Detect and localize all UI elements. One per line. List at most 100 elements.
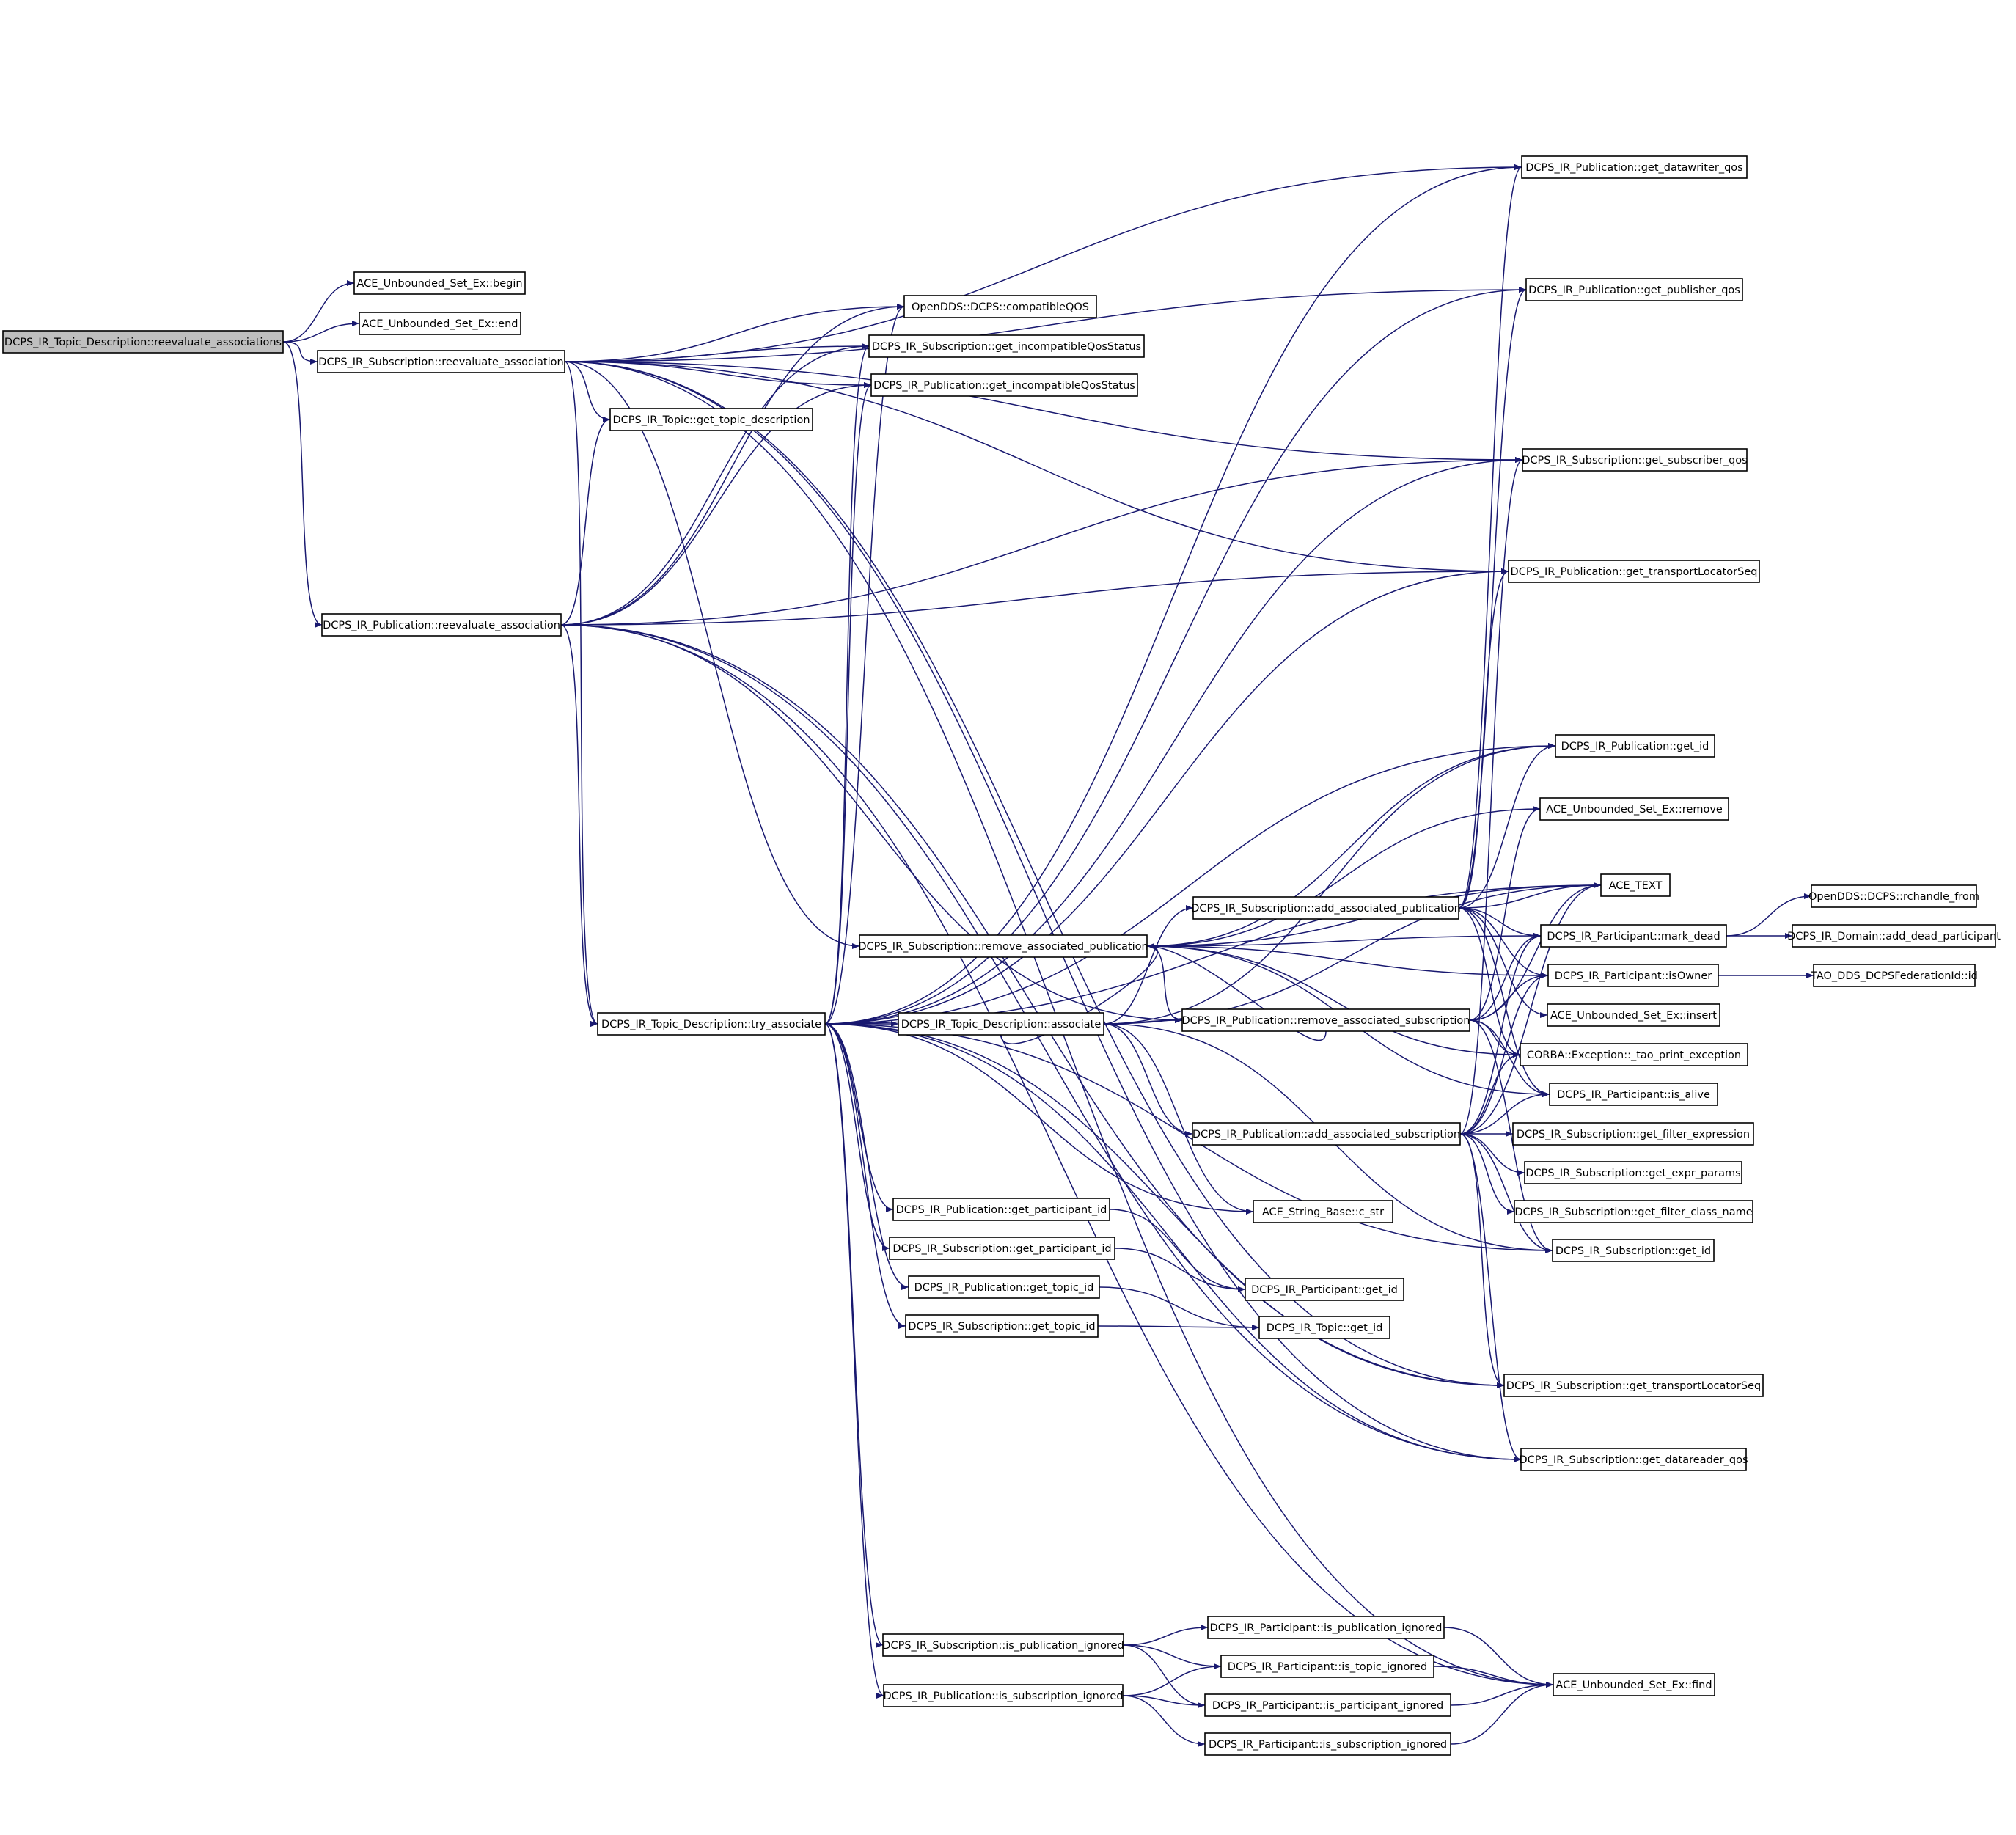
node-td_assoc[interactable]: DCPS_IR_Topic_Description::associate xyxy=(898,1012,1104,1036)
node-box xyxy=(883,1684,1124,1707)
node-label: ACE_Unbounded_Set_Ex::remove xyxy=(1546,804,1723,816)
edge-try_assoc-to-sub_id xyxy=(824,1023,1553,1253)
node-box xyxy=(597,1012,826,1036)
node-sub_topic_id[interactable]: DCPS_IR_Subscription::get_topic_id xyxy=(905,1314,1099,1338)
edge-pub_reeval-to-topic_desc xyxy=(560,417,611,626)
edge-root-to-sub_reeval xyxy=(282,341,318,365)
node-subr_qos[interactable]: DCPS_IR_Subscription::get_subscriber_qos xyxy=(1522,448,1748,472)
node-box xyxy=(892,1198,1110,1221)
edge-pub_sub_ign-to-p_part_ign xyxy=(1122,1695,1206,1708)
node-box xyxy=(2,330,284,354)
node-part_get_id[interactable]: DCPS_IR_Participant::get_id xyxy=(1245,1278,1404,1301)
node-set_insert[interactable]: ACE_Unbounded_Set_Ex::insert xyxy=(1547,1003,1720,1027)
node-pub_rem_sub[interactable]: DCPS_IR_Publication::remove_associated_s… xyxy=(1181,1008,1470,1032)
edge-sub_reeval-to-subr_qos xyxy=(564,361,1523,463)
node-box xyxy=(1522,448,1748,472)
edge-pub_add_sub-to-is_alive xyxy=(1459,1091,1550,1135)
node-pub_sub_ign[interactable]: DCPS_IR_Publication::is_subscription_ign… xyxy=(883,1684,1124,1707)
node-label: DCPS_IR_Subscription::get_datareader_qos xyxy=(1519,1454,1748,1466)
node-pub_topic_id[interactable]: DCPS_IR_Publication::get_topic_id xyxy=(908,1275,1100,1299)
node-sub_tls[interactable]: DCPS_IR_Subscription::get_transportLocat… xyxy=(1503,1374,1764,1397)
edge-pub_reeval-to-sub_tls xyxy=(560,624,1505,1388)
node-label: DCPS_IR_Subscription::get_filter_express… xyxy=(1517,1129,1750,1140)
edge-sub_pub_ign-to-p_topic_ign xyxy=(1123,1644,1222,1669)
node-sub_incompat[interactable]: DCPS_IR_Subscription::get_incompatibleQo… xyxy=(868,334,1145,358)
node-box xyxy=(1524,1161,1742,1184)
edge-pub_add_sub-to-subr_qos xyxy=(1459,457,1523,1135)
node-box xyxy=(1547,1003,1720,1027)
edge-td_assoc-to-sub_rem_pub xyxy=(1000,943,1159,1044)
edge-sub_reeval-to-pub_tls xyxy=(564,361,1509,574)
node-rchandle[interactable]: OpenDDS::DCPS::rchandle_from xyxy=(1808,884,1979,908)
node-box xyxy=(1525,278,1743,301)
node-filt_expr[interactable]: DCPS_IR_Subscription::get_filter_express… xyxy=(1512,1122,1754,1146)
node-label: DCPS_IR_Topic_Description::try_associate xyxy=(601,1019,821,1030)
node-p_topic_ign[interactable]: DCPS_IR_Participant::is_topic_ignored xyxy=(1220,1655,1434,1678)
node-mark_dead[interactable]: DCPS_IR_Participant::mark_dead xyxy=(1540,924,1727,948)
node-label: TAO_DDS_DCPSFederationId::id xyxy=(1810,970,1978,982)
edge-sub_add_pub-to-pub_tls xyxy=(1458,568,1509,909)
node-sub_id[interactable]: DCPS_IR_Subscription::get_id xyxy=(1552,1239,1715,1262)
node-root[interactable]: DCPS_IR_Topic_Description::reevaluate_as… xyxy=(2,330,284,354)
node-is_owner[interactable]: DCPS_IR_Participant::isOwner xyxy=(1547,964,1719,987)
node-sub_reeval[interactable]: DCPS_IR_Subscription::reevaluate_associa… xyxy=(317,350,565,373)
node-pub_id[interactable]: DCPS_IR_Publication::get_id xyxy=(1555,734,1715,758)
node-label: DCPS_IR_Participant::is_topic_ignored xyxy=(1228,1661,1427,1673)
node-label: DCPS_IR_Subscription::get_subscriber_qos xyxy=(1522,455,1747,466)
node-box xyxy=(1811,884,1977,908)
node-filt_class[interactable]: DCPS_IR_Subscription::get_filter_class_n… xyxy=(1514,1200,1753,1223)
node-box xyxy=(903,295,1097,318)
node-pub_part_id[interactable]: DCPS_IR_Publication::get_participant_id xyxy=(892,1198,1110,1221)
node-box xyxy=(868,334,1145,358)
node-label: ACE_Unbounded_Set_Ex::insert xyxy=(1550,1010,1717,1022)
edge-try_assoc-to-pub_tls xyxy=(824,568,1509,1025)
node-box xyxy=(1547,964,1719,987)
node-pub_tls[interactable]: DCPS_IR_Publication::get_transportLocato… xyxy=(1508,560,1760,583)
node-box xyxy=(889,1237,1115,1260)
edge-pub_add_sub-to-mark_dead xyxy=(1459,933,1542,1135)
node-topic_get_id[interactable]: DCPS_IR_Topic::get_id xyxy=(1258,1316,1390,1339)
node-p_part_ign[interactable]: DCPS_IR_Participant::is_participant_igno… xyxy=(1204,1693,1451,1717)
node-sub_pub_ign[interactable]: DCPS_IR_Subscription::is_publication_ign… xyxy=(882,1633,1124,1657)
node-label: DCPS_IR_Publication::get_topic_id xyxy=(914,1282,1094,1294)
edge-sub_pub_ign-to-p_pub_ign xyxy=(1123,1625,1209,1646)
edge-sub_add_pub-to-is_owner xyxy=(1458,907,1549,978)
node-pubr_qos[interactable]: DCPS_IR_Publication::get_publisher_qos xyxy=(1525,278,1743,301)
node-begin[interactable]: ACE_Unbounded_Set_Ex::begin xyxy=(353,271,526,295)
node-dr_qos[interactable]: DCPS_IR_Subscription::get_datareader_qos xyxy=(1519,1448,1748,1471)
node-add_dead[interactable]: DCPS_IR_Domain::add_dead_participant xyxy=(1787,924,2001,948)
node-sub_add_pub[interactable]: DCPS_IR_Subscription::add_associated_pub… xyxy=(1191,896,1461,920)
node-label: ACE_Unbounded_Set_Ex::end xyxy=(362,318,518,330)
edge-layer xyxy=(282,164,1814,1747)
edge-pub_add_sub-to-corba_ex xyxy=(1459,1052,1521,1135)
node-cstr[interactable]: ACE_String_Base::c_str xyxy=(1253,1200,1393,1223)
node-set_remove[interactable]: ACE_Unbounded_Set_Ex::remove xyxy=(1539,797,1729,821)
node-compatQOS[interactable]: OpenDDS::DCPS::compatibleQOS xyxy=(903,295,1097,318)
node-pub_incompat[interactable]: DCPS_IR_Publication::get_incompatibleQos… xyxy=(870,373,1138,397)
node-label: DCPS_IR_Topic_Description::associate xyxy=(901,1019,1102,1030)
edge-pub_rem_sub-to-set_remove xyxy=(1469,806,1541,1021)
node-sub_rem_pub[interactable]: DCPS_IR_Subscription::remove_associated_… xyxy=(858,934,1148,958)
edge-p_topic_ign-to-find xyxy=(1433,1666,1554,1688)
node-dw_qos[interactable]: DCPS_IR_Publication::get_datawriter_qos xyxy=(1521,155,1748,179)
node-is_alive[interactable]: DCPS_IR_Participant::is_alive xyxy=(1549,1083,1718,1106)
node-pub_reeval[interactable]: DCPS_IR_Publication::reevaluate_associat… xyxy=(321,613,562,637)
node-try_assoc[interactable]: DCPS_IR_Topic_Description::try_associate xyxy=(597,1012,826,1036)
edge-p_pub_ign-to-find xyxy=(1443,1627,1554,1688)
node-find[interactable]: ACE_Unbounded_Set_Ex::find xyxy=(1553,1673,1715,1696)
node-end[interactable]: ACE_Unbounded_Set_Ex::end xyxy=(359,312,521,335)
node-box xyxy=(1792,924,1996,948)
node-label: OpenDDS::DCPS::compatibleQOS xyxy=(912,301,1089,313)
node-box xyxy=(870,373,1138,397)
node-p_sub_ign[interactable]: DCPS_IR_Participant::is_subscription_ign… xyxy=(1204,1732,1451,1756)
node-topic_desc[interactable]: DCPS_IR_Topic::get_topic_description xyxy=(609,408,813,431)
node-sub_part_id[interactable]: DCPS_IR_Subscription::get_participant_id xyxy=(889,1237,1115,1260)
node-pub_add_sub[interactable]: DCPS_IR_Publication::add_associated_subs… xyxy=(1192,1122,1461,1146)
node-fed_id[interactable]: TAO_DDS_DCPSFederationId::id xyxy=(1810,964,1978,987)
edge-sub_reeval-to-sub_incompat xyxy=(564,343,870,362)
edge-try_assoc-to-compatQOS xyxy=(824,304,905,1025)
node-corba_ex[interactable]: CORBA::Exception::_tao_print_exception xyxy=(1520,1043,1748,1066)
node-expr_params[interactable]: DCPS_IR_Subscription::get_expr_params xyxy=(1524,1161,1742,1184)
node-ace_text[interactable]: ACE_TEXT xyxy=(1600,873,1671,897)
node-p_pub_ign[interactable]: DCPS_IR_Participant::is_publication_igno… xyxy=(1207,1616,1445,1639)
